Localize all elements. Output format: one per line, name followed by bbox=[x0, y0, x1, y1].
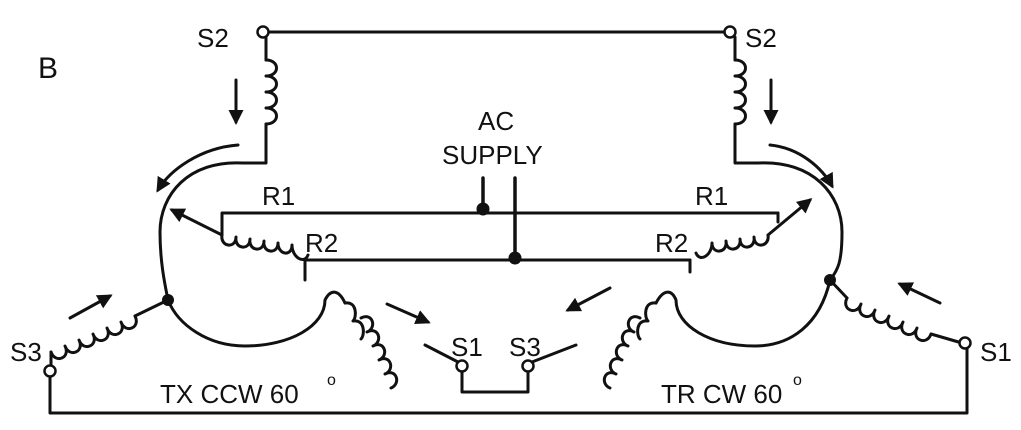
left-rotor-pointer bbox=[169, 208, 224, 237]
r2-junction-dot bbox=[508, 251, 522, 265]
right-s2-label: S2 bbox=[745, 23, 777, 53]
left-s2-label: S2 bbox=[197, 23, 229, 53]
left-stator-outline bbox=[158, 161, 347, 348]
right-s1-current-arrow bbox=[897, 282, 942, 305]
right-s1-lead bbox=[828, 278, 849, 300]
left-s1-terminal bbox=[455, 359, 469, 373]
r1-bus-wire bbox=[220, 211, 780, 237]
s1-s3-connecting-wire bbox=[460, 366, 530, 394]
right-s3-current-arrow bbox=[565, 286, 612, 312]
left-caption-degree: o bbox=[327, 372, 336, 389]
right-r2-label: R2 bbox=[655, 228, 688, 258]
right-s3-lead bbox=[530, 343, 578, 364]
right-caption-degree: o bbox=[793, 372, 802, 389]
left-s3-label: S3 bbox=[10, 337, 42, 367]
s3-s1-connecting-wire bbox=[48, 341, 969, 415]
left-s1-label: S1 bbox=[451, 332, 483, 362]
right-rotor-pointer bbox=[766, 198, 813, 237]
right-s1-label: S1 bbox=[980, 337, 1012, 367]
figure-label: B bbox=[38, 52, 58, 85]
supply-label-supply: SUPPLY bbox=[442, 140, 543, 170]
left-r1-label: R1 bbox=[262, 181, 295, 211]
left-r2-label: R2 bbox=[305, 228, 338, 258]
left-rotation-arrow-ccw bbox=[156, 143, 240, 193]
right-s3-terminal bbox=[521, 359, 535, 373]
left-s2-terminal bbox=[256, 25, 270, 39]
left-s3-lead bbox=[133, 298, 170, 318]
right-rotation-arrow-cw bbox=[768, 143, 834, 189]
left-s3-coil bbox=[49, 314, 138, 361]
r2-bus-wire bbox=[303, 258, 692, 282]
right-stator-outline bbox=[654, 161, 844, 348]
left-rotor-coil bbox=[220, 233, 310, 261]
right-s2-lead-lower bbox=[733, 122, 760, 165]
r1-junction-dot bbox=[476, 202, 490, 216]
right-s3-label: S3 bbox=[509, 332, 541, 362]
left-s3-current-arrow bbox=[68, 294, 113, 320]
left-s2-coil bbox=[264, 58, 278, 126]
left-s2-lead-lower bbox=[241, 122, 268, 165]
supply-label-ac: AC bbox=[478, 106, 514, 136]
right-s2-terminal bbox=[723, 25, 737, 39]
right-s3-coil bbox=[602, 315, 642, 390]
right-caption: TR CW 60 bbox=[661, 379, 782, 409]
left-s1-current-arrow bbox=[385, 302, 431, 325]
left-s1-lead-start bbox=[343, 301, 365, 341]
right-s1-coil bbox=[844, 296, 933, 343]
right-r1-label: R1 bbox=[695, 181, 728, 211]
left-s1-coil bbox=[359, 315, 399, 390]
right-s2-coil bbox=[733, 58, 747, 126]
right-s1-terminal bbox=[958, 336, 972, 350]
right-s1-lead-end bbox=[929, 332, 964, 345]
left-caption: TX CCW 60 bbox=[160, 379, 299, 409]
left-s3-terminal bbox=[43, 364, 57, 378]
left-s1-lead bbox=[423, 343, 460, 364]
right-s3-lead-start bbox=[636, 301, 658, 341]
right-rotor-coil bbox=[694, 233, 770, 259]
